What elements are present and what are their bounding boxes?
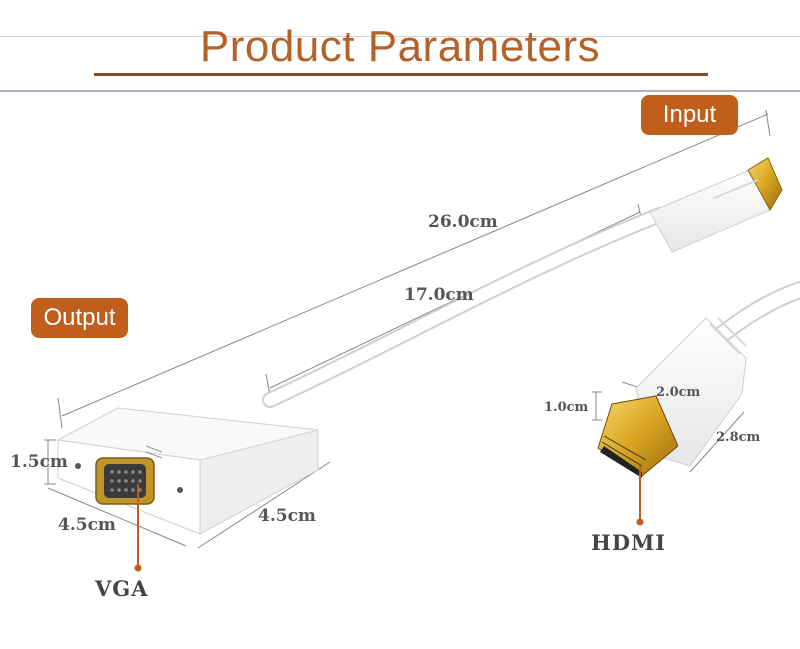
title-underline xyxy=(94,73,708,76)
callout-markers xyxy=(134,466,644,572)
hdmi-head-length-label: 2.8cm xyxy=(716,430,761,445)
output-tag: Output xyxy=(31,298,128,338)
total-length-label: 26.0cm xyxy=(428,212,498,232)
hdmi-label: HDMI xyxy=(591,530,667,555)
title-banner: Product Parameters xyxy=(0,0,800,95)
header-rule-bottom xyxy=(0,90,800,92)
cable-length-label: 17.0cm xyxy=(404,285,474,305)
hdmi-tip-height-label: 1.0cm xyxy=(544,400,589,415)
vga-width-label: 4.5cm xyxy=(58,515,116,535)
input-hdmi-plug xyxy=(649,157,783,253)
cables xyxy=(262,207,800,408)
header-rule-top xyxy=(0,36,800,37)
vga-height-label: 1.5cm xyxy=(10,452,68,472)
page-title: Product Parameters xyxy=(199,22,601,71)
vga-label: VGA xyxy=(95,576,149,601)
vga-depth-label: 4.5cm xyxy=(258,506,316,526)
vga-adapter-box xyxy=(56,407,319,535)
hdmi-tip-width-label: 2.0cm xyxy=(656,385,701,400)
input-tag: Input xyxy=(641,95,738,135)
output-hdmi-plug xyxy=(597,317,747,478)
